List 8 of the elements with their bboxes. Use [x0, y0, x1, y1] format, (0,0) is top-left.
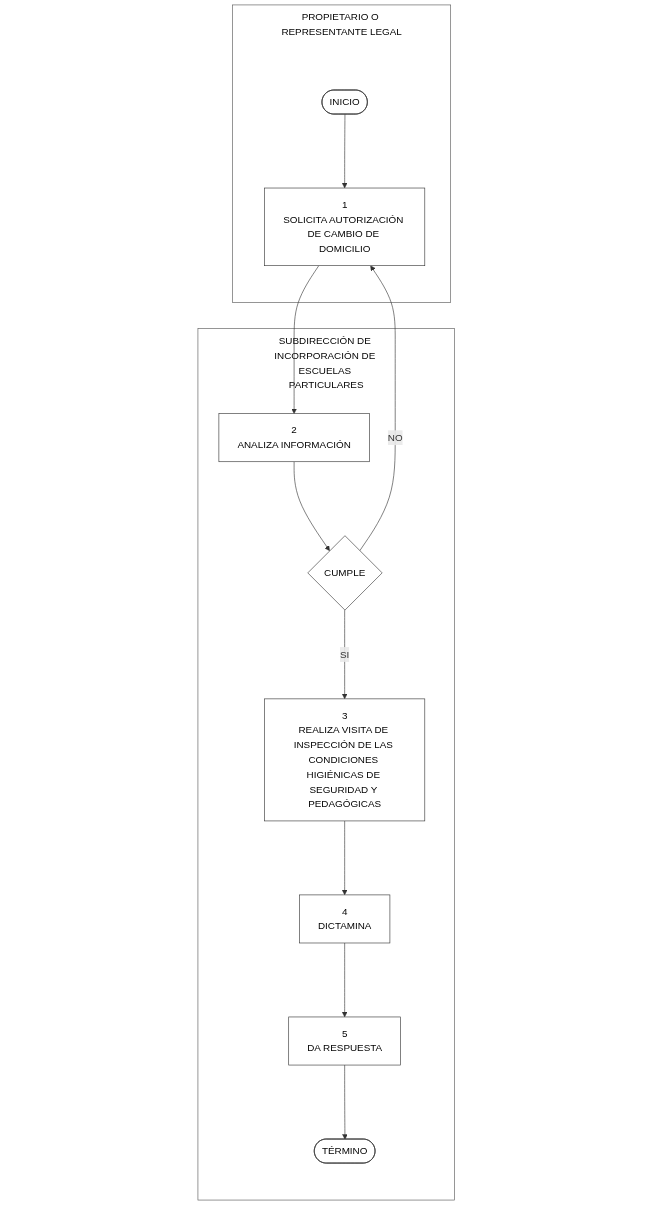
node-diamond: CUMPLE: [307, 535, 383, 611]
node-box: 4 DICTAMINA: [298, 894, 391, 944]
edge-label: SI: [339, 648, 350, 660]
node-box: 1 SOLICITA AUTORIZACIÓN DE CAMBIO DE DOMICILIO: [264, 187, 425, 266]
node-box: 3 REALIZA VISITA DE INSPECCIÓN DE LAS CONDICIONES HIGIÉNICAS DE SEGURIDAD Y PEDAGÓGICAS: [264, 698, 425, 822]
node-box: 2 ANALIZA INFORMACIÓN: [218, 413, 370, 463]
node-box: 5 DA RESPUESTA: [288, 1016, 401, 1066]
edge-label: NO: [387, 432, 403, 443]
